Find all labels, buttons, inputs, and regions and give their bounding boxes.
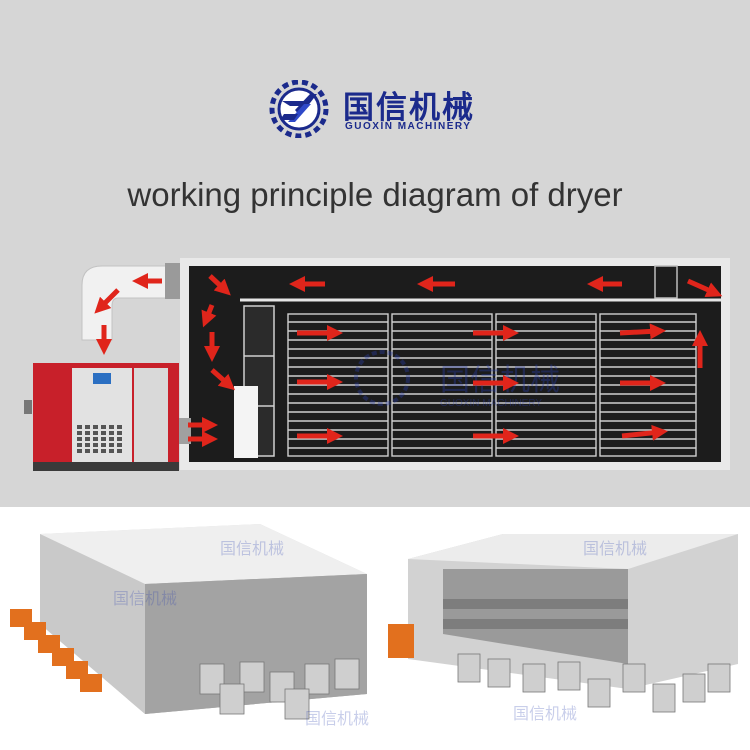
grille-cell [85, 443, 90, 447]
grille-cell [101, 437, 106, 441]
dryer-room-photo-left: 国信机械国信机械国信机械 [5, 514, 372, 746]
grille-cell [77, 443, 82, 447]
grille-cell [117, 425, 122, 429]
svg-text:国信机械: 国信机械 [513, 704, 577, 723]
grille-cell [109, 437, 114, 441]
svg-text:国信机械: 国信机械 [305, 709, 369, 728]
airflow-arrow [619, 323, 666, 340]
airflow-arrow [201, 304, 217, 328]
trolley-cart [622, 663, 646, 693]
grille-cell [117, 449, 122, 453]
trolley-cart [457, 653, 481, 683]
grille-cell [93, 431, 98, 435]
trolley-cart [652, 683, 676, 713]
airflow-arrow [210, 368, 235, 391]
airflow-arrow [94, 288, 120, 314]
control-display [93, 373, 111, 384]
svg-text:国信机械: 国信机械 [113, 589, 177, 608]
grille-cell [101, 443, 106, 447]
watermark-en: GUOXIN MACHINERY [440, 398, 542, 409]
grille-cell [85, 449, 90, 453]
trolley-cart [487, 658, 511, 688]
grille-cell [85, 425, 90, 429]
airflow-arrows [94, 272, 723, 448]
grille-cell [101, 425, 106, 429]
svg-text:国信机械: 国信机械 [220, 539, 284, 558]
grille-cell [109, 425, 114, 429]
trolley-cart [522, 663, 546, 693]
svg-text:国信机械: 国信机械 [583, 539, 647, 558]
trolley-cart [557, 661, 581, 691]
grille-cell [93, 449, 98, 453]
grille-cell [109, 443, 114, 447]
grille-cell [117, 431, 122, 435]
grille-cell [93, 443, 98, 447]
grille-cell [109, 431, 114, 435]
grille-cell [109, 449, 114, 453]
airflow-arrow [208, 274, 231, 296]
grille-cell [85, 437, 90, 441]
exhaust-vent [654, 265, 678, 299]
heat-pump-side-panel [134, 368, 168, 462]
airflow-arrow [621, 424, 668, 441]
grille-cell [101, 449, 106, 453]
trolley-rack [599, 313, 697, 457]
grille-cell [93, 425, 98, 429]
airflow-arrow [686, 278, 723, 298]
dryer-room-photo-right: 国信机械国信机械 [383, 514, 745, 746]
watermark: 国信机械 GUOXIN MACHINERY [354, 350, 560, 409]
heat-pump-unit [80, 674, 102, 692]
grille-cell [117, 443, 122, 447]
pipe-connector [24, 400, 32, 414]
working-principle-diagram: 国信机械 GUOXIN MACHINERY [24, 258, 730, 471]
trolley-cart [707, 663, 731, 693]
grille-cell [77, 431, 82, 435]
trolley-cart [284, 688, 310, 720]
heater-box [234, 386, 258, 458]
grille-cell [117, 437, 122, 441]
grille-cell [77, 425, 82, 429]
trolley-cart [334, 658, 360, 690]
grille-cell [85, 431, 90, 435]
trolley-cart [219, 683, 245, 715]
guoxin-logo-icon [269, 80, 329, 138]
heat-pump-unit [388, 624, 414, 658]
brand-name-cn: 国信机械 [343, 90, 475, 126]
grille-cell [101, 431, 106, 435]
grille-cell [77, 437, 82, 441]
brand-name-en: GUOXIN MACHINERY [345, 121, 472, 132]
heat-pump-grille [77, 425, 122, 453]
grille-cell [77, 449, 82, 453]
trolley-cart [587, 678, 611, 708]
trolley-cart [682, 673, 706, 703]
trolley-rack [287, 313, 389, 457]
diagram-title: working principle diagram of dryer [127, 176, 623, 213]
grille-cell [93, 437, 98, 441]
